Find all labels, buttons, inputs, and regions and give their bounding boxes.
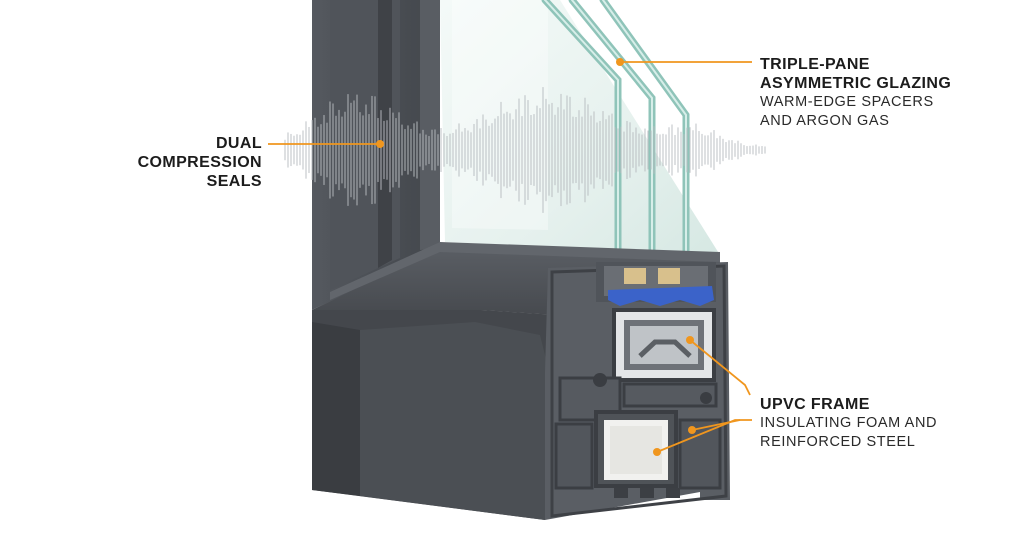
seals-title-line-1: DUAL: [215, 135, 262, 152]
gasket-seal: [608, 286, 714, 306]
seals-title-line-2: COMPRESSION: [137, 154, 262, 171]
glazing-subtitle-line-1: WARM-EDGE SPACERS: [760, 94, 934, 110]
callout-upvc-frame: UPVC FRAME INSULATING FOAM AND REINFORCE…: [760, 395, 1010, 452]
frame-stile: [312, 0, 440, 310]
callout-dual-compression-seals: DUAL COMPRESSION SEALS: [120, 134, 262, 191]
glazing-subtitle-line-2: AND ARGON GAS: [760, 113, 890, 129]
callout-triple-pane-glazing: TRIPLE-PANE ASYMMETRIC GLAZING WARM-EDGE…: [760, 55, 1010, 131]
frame-title-line-1: UPVC FRAME: [760, 396, 870, 413]
glazing-title-line-1: TRIPLE-PANE: [760, 56, 870, 73]
sound-wave: [284, 87, 766, 213]
profile-section: [545, 262, 730, 520]
callout-dots: [376, 58, 696, 456]
frame-subtitle-line-1: INSULATING FOAM AND: [760, 415, 938, 431]
seals-title-line-3: SEALS: [206, 173, 262, 190]
glass-panes: [541, 0, 690, 274]
frame-subtitle-line-2: REINFORCED STEEL: [760, 434, 916, 450]
spacer-left: [624, 268, 646, 284]
frame-body: [312, 310, 600, 520]
glazing-title-line-2: ASYMMETRIC GLAZING: [760, 75, 952, 92]
spacer-right: [658, 268, 680, 284]
callout-leaders: [268, 61, 752, 453]
